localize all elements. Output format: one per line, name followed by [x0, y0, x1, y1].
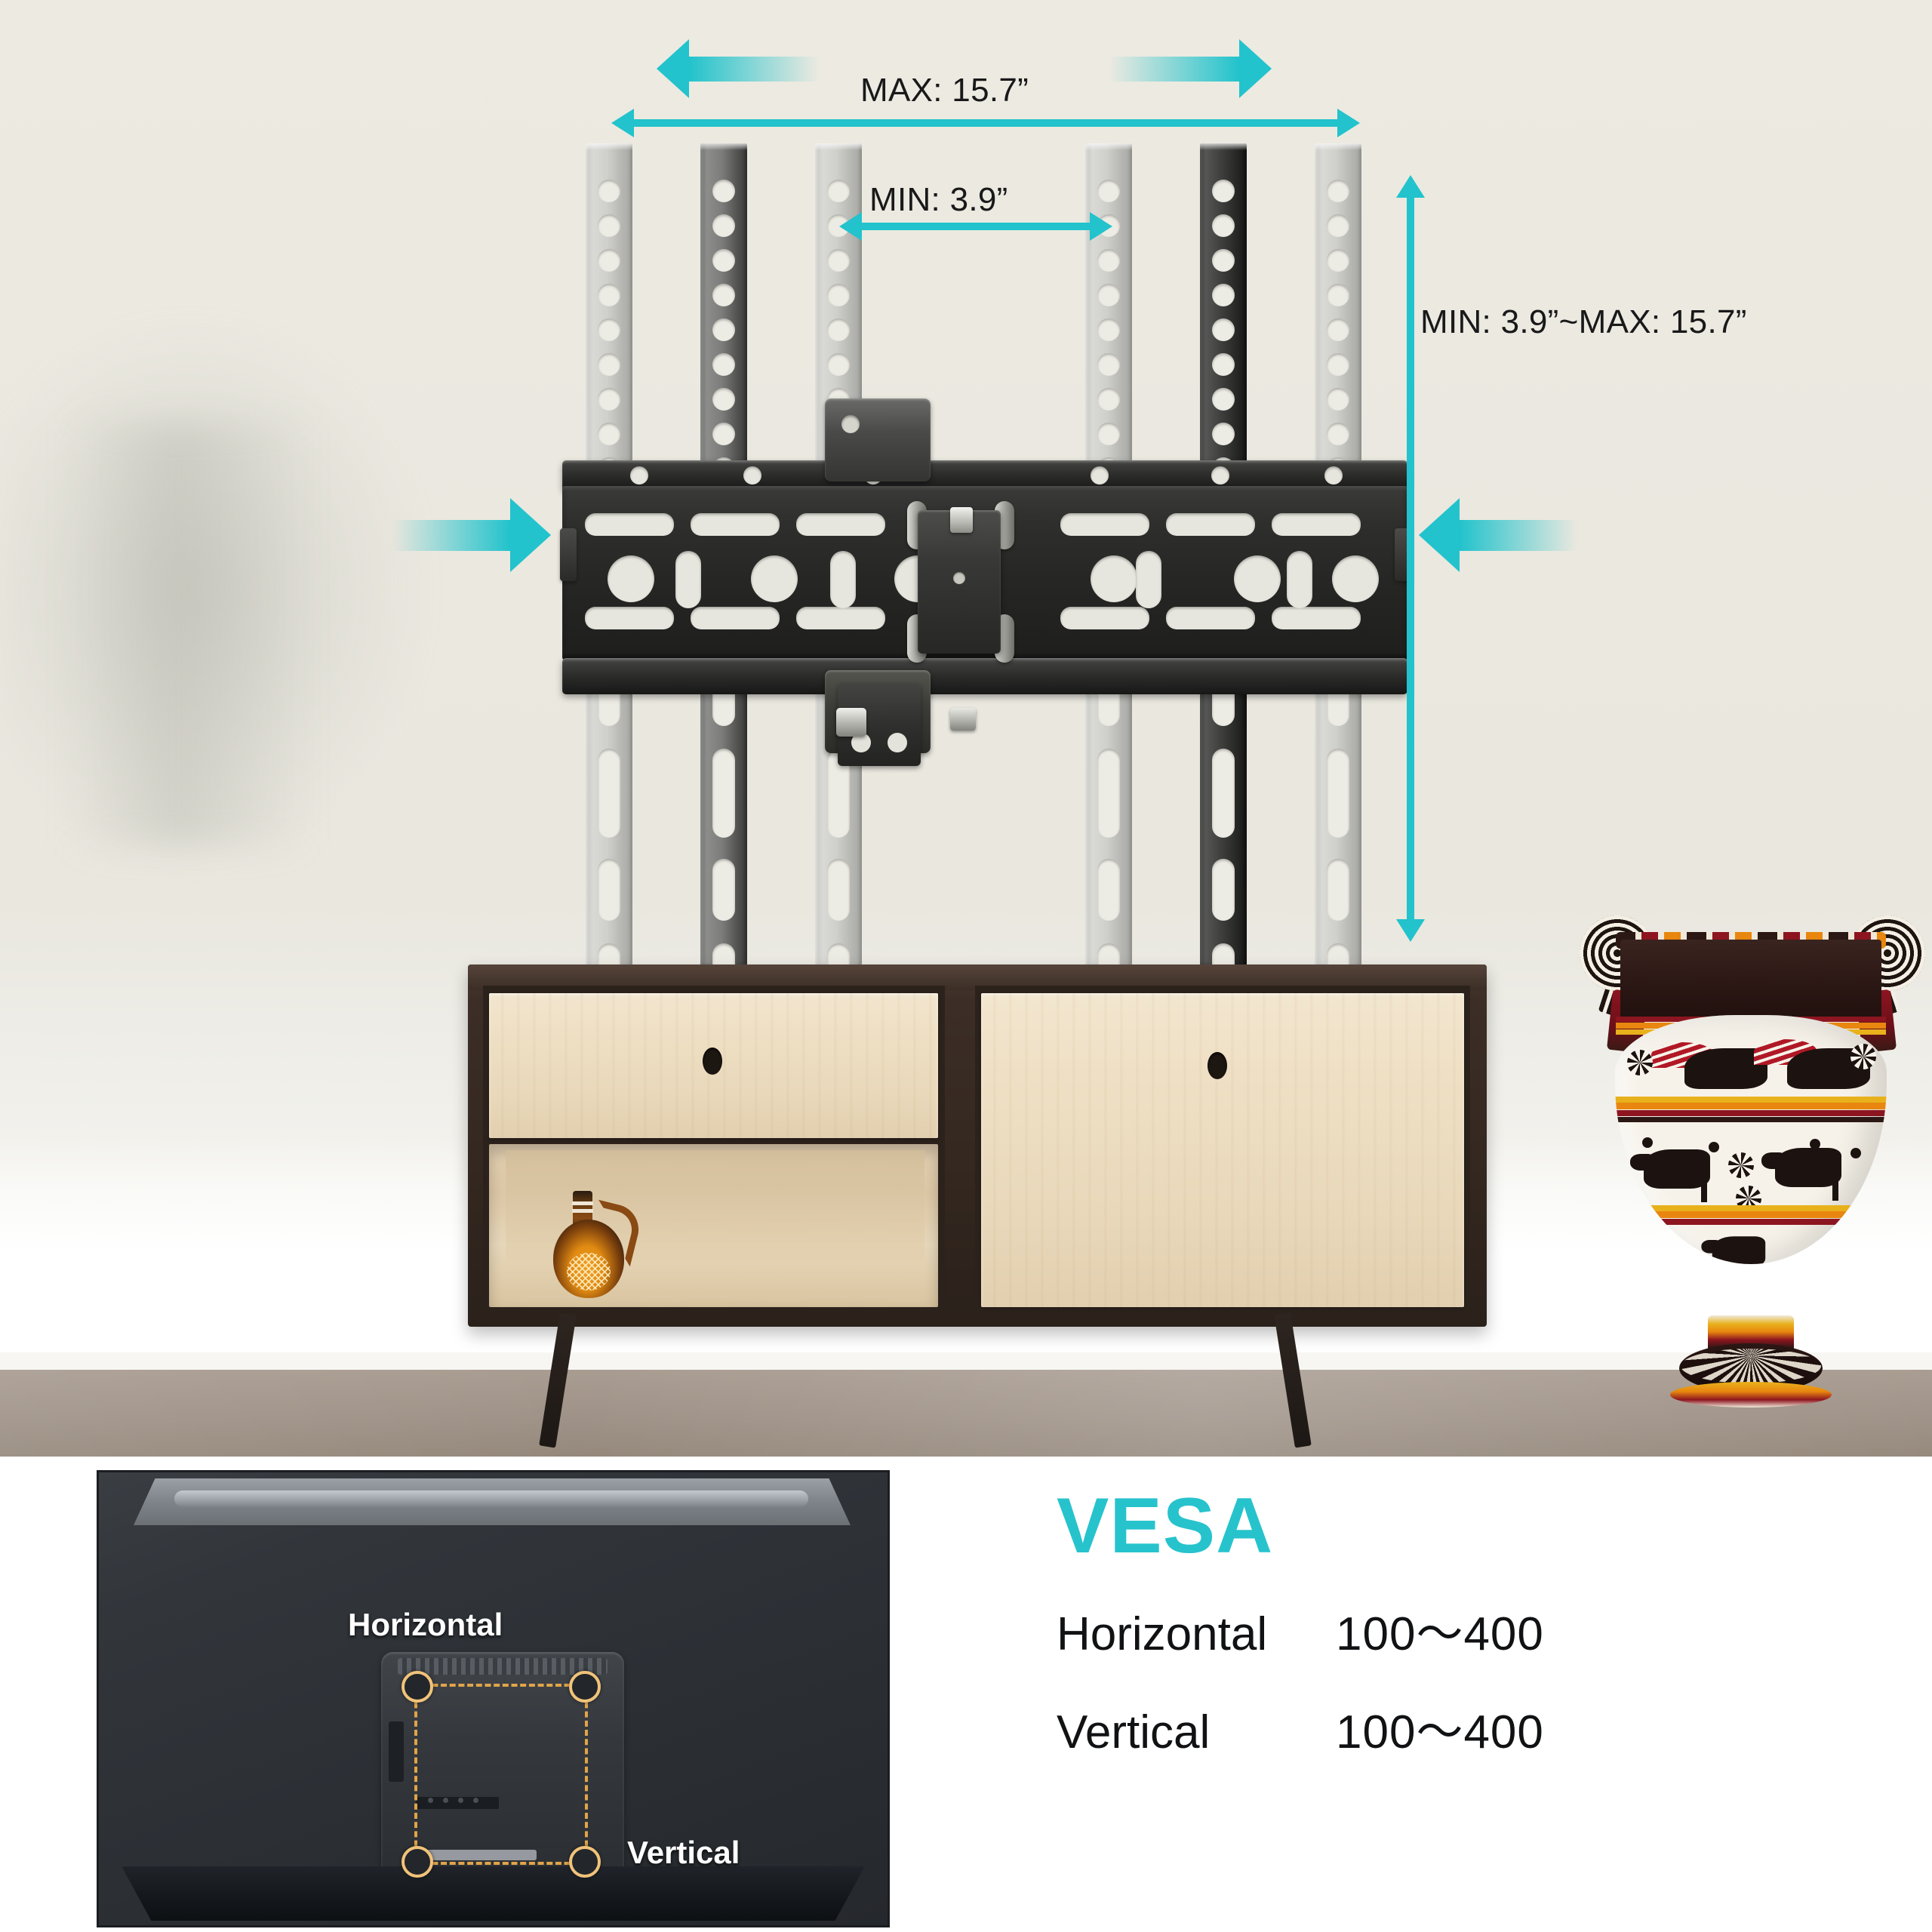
expand-arrow-right-top: [1109, 39, 1272, 98]
door-knob[interactable]: [1208, 1052, 1227, 1079]
tv-back-panel-photo: Horizontal Vertical: [97, 1470, 890, 1927]
tv-horizontal-label: Horizontal: [348, 1607, 503, 1642]
pivot-screw-bottom: [950, 708, 976, 731]
mounting-rail-5: [1200, 143, 1247, 966]
vesa-spec-table: VESA Horizontal 100～400 Vertical 100～400: [1057, 1487, 1857, 1761]
max-arrow-shaft: [632, 119, 1342, 127]
floor: [0, 1370, 1932, 1457]
min-arrow-head-right: [1090, 212, 1112, 241]
floor-reflection: [0, 1370, 1932, 1457]
tv-console-cabinet: [468, 964, 1487, 1448]
vesa-title: VESA: [1057, 1482, 1274, 1570]
mount-bolt: [836, 708, 866, 737]
vesa-vertical-key: Vertical: [1057, 1706, 1211, 1758]
vertical-arrow-head-bottom: [1396, 919, 1425, 942]
wall-shadow: [0, 325, 423, 853]
vertical-range-label: MIN: 3.9”~MAX: 15.7”: [1420, 303, 1747, 340]
vesa-horizontal-key: Horizontal: [1057, 1608, 1268, 1660]
vesa-row-horizontal: Horizontal 100～400: [1057, 1595, 1857, 1663]
compress-arrow-right: [1419, 498, 1577, 572]
vesa-hole-top-right: [569, 1671, 601, 1703]
vesa-horizontal-value: 100～400: [1336, 1608, 1544, 1660]
baseboard: [0, 1352, 1932, 1372]
vesa-vertical-value: 100～400: [1336, 1706, 1544, 1758]
vertical-arrow-head-top: [1396, 175, 1425, 198]
min-width-label: MIN: 3.9”: [869, 181, 1008, 218]
min-arrow-head-left: [839, 212, 862, 241]
max-arrow-head-left: [611, 109, 634, 137]
greek-krater-vase: [1574, 902, 1928, 1457]
expand-arrow-left-top: [657, 39, 819, 98]
min-arrow-shaft: [860, 223, 1094, 230]
mount-pivot-joint: [904, 497, 1017, 670]
vesa-hole-bottom-left: [401, 1846, 433, 1878]
bracket-end-cap-left: [560, 528, 577, 581]
drawer-knob[interactable]: [703, 1048, 722, 1075]
pivot-screw-top: [950, 507, 973, 533]
console-drawer[interactable]: [489, 993, 938, 1138]
vesa-hole-top-left: [401, 1671, 433, 1703]
max-width-label: MAX: 15.7”: [860, 72, 1029, 109]
console-door[interactable]: [981, 993, 1464, 1307]
mount-arm-upper: [825, 398, 931, 481]
tv-vertical-label: Vertical: [627, 1835, 740, 1870]
vesa-row-vertical: Vertical 100～400: [1057, 1694, 1857, 1761]
decorative-jug: [547, 1191, 645, 1300]
max-arrow-head-right: [1337, 109, 1360, 137]
compress-arrow-left: [392, 498, 551, 572]
vertical-arrow-shaft: [1407, 196, 1414, 921]
room-scene: MAX: 15.7” MIN: 3.9” MIN: 3.9”~MAX: 15.7…: [0, 0, 1932, 1457]
vesa-spec-section: Horizontal Vertical VESA Horizontal 100～…: [0, 1457, 1932, 1932]
wall-shadow-streak: [68, 423, 309, 845]
mount-lower-post: [838, 683, 921, 766]
vesa-hole-bottom-right: [569, 1846, 601, 1878]
vesa-pattern-rectangle: [414, 1684, 588, 1865]
